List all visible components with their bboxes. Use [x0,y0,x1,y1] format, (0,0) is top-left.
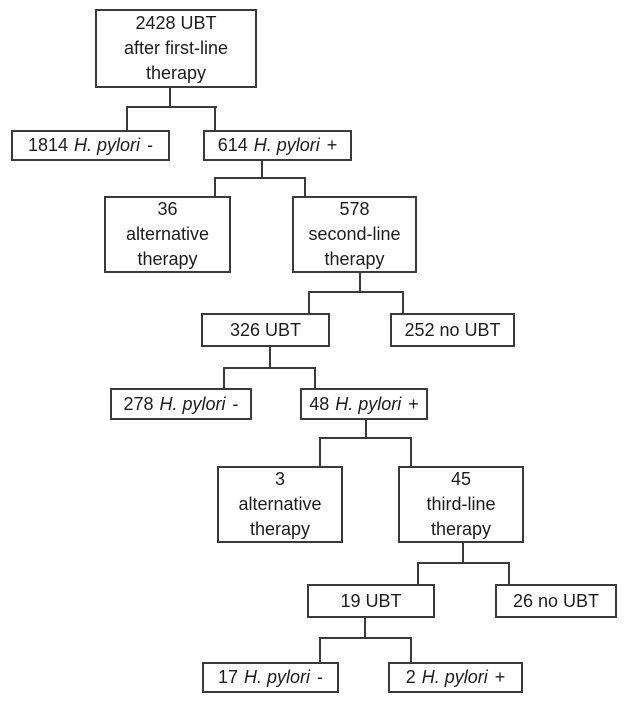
node-line: alternative [238,494,322,514]
connector-line [364,617,366,639]
node-ubt-after-first-line: 2428 UBT after first-line therapy [95,9,257,88]
connector-line [319,637,321,663]
connector-line [223,367,225,389]
node-hpylori-positive-1: 614 H. pylori + [203,130,352,161]
node-line: therapy [137,249,198,269]
node-line: 36 [157,199,178,219]
node-species: H. pylori [253,135,320,155]
node-species: H. pylori [244,667,311,687]
node-count: 48 [309,393,330,414]
node-third-line-therapy: 45 third-line therapy [398,466,524,543]
node-line: therapy [430,519,492,539]
node-line: second-line [308,224,401,244]
node-line: alternative [125,224,210,244]
connector-line [308,291,310,314]
node-line: 2428 UBT [135,13,217,33]
node-label: 252 no UBT [404,319,501,340]
connector-line [314,367,316,389]
node-hpylori-negative-3: 17 H. pylori - [202,662,339,693]
node-line: 578 [339,199,370,219]
connector-line [417,562,419,585]
node-count: 1814 [27,135,69,155]
node-count: 17 [217,667,238,687]
node-line: therapy [145,63,207,83]
connector-line [223,367,316,369]
node-ubt-third: 19 UBT [307,584,435,618]
node-sign: - [232,393,239,414]
node-count: 2 [405,667,416,687]
node-count: 614 [217,135,248,155]
node-no-ubt-second: 252 no UBT [390,313,515,347]
node-line: third-line [426,494,496,514]
node-line: 45 [450,469,472,489]
node-line: therapy [249,519,311,539]
connector-line [308,291,404,293]
node-count: 278 [123,393,154,414]
node-sign: + [494,667,506,687]
connector-line [410,637,412,663]
connector-line [261,160,263,179]
node-hpylori-positive-2: 48 H. pylori + [300,388,428,420]
node-sign: - [317,667,324,687]
node-sign: + [326,135,338,155]
node-no-ubt-third: 26 no UBT [495,584,617,618]
node-species: H. pylori [335,393,402,414]
node-hpylori-negative-1: 1814 H. pylori - [11,130,170,161]
connector-line [359,272,361,293]
connector-line [319,437,321,467]
node-species: H. pylori [159,393,226,414]
node-label: 326 UBT [229,319,302,340]
connector-line [304,177,306,197]
node-hpylori-negative-2: 278 H. pylori - [110,388,252,420]
node-ubt-second: 326 UBT [201,313,330,347]
node-species: H. pylori [74,135,141,155]
node-line: after first-line [123,38,229,58]
node-alternative-therapy-1: 36 alternative therapy [104,196,231,273]
node-line: 3 [274,469,285,489]
node-hpylori-positive-3: 2 H. pylori + [388,662,523,693]
connector-line [319,637,412,639]
connector-line [126,106,128,131]
connector-line [269,346,271,369]
node-second-line-therapy: 578 second-line therapy [292,196,417,273]
connector-line [402,291,404,314]
node-label: 26 no UBT [512,590,600,611]
connector-line [462,542,464,564]
connector-line [417,562,510,564]
connector-line [214,106,216,131]
connector-line [126,106,217,108]
node-sign: - [147,135,154,155]
connector-line [319,437,412,439]
node-line: therapy [324,249,385,269]
connector-line [365,419,367,439]
node-label: 19 UBT [340,590,402,611]
connector-line [410,437,412,467]
node-alternative-therapy-2: 3 alternative therapy [217,466,343,543]
node-species: H. pylori [421,667,488,687]
node-sign: + [408,393,419,414]
connector-line [214,177,216,197]
connector-line [508,562,510,585]
connector-line [214,177,306,179]
connector-line [169,87,171,107]
